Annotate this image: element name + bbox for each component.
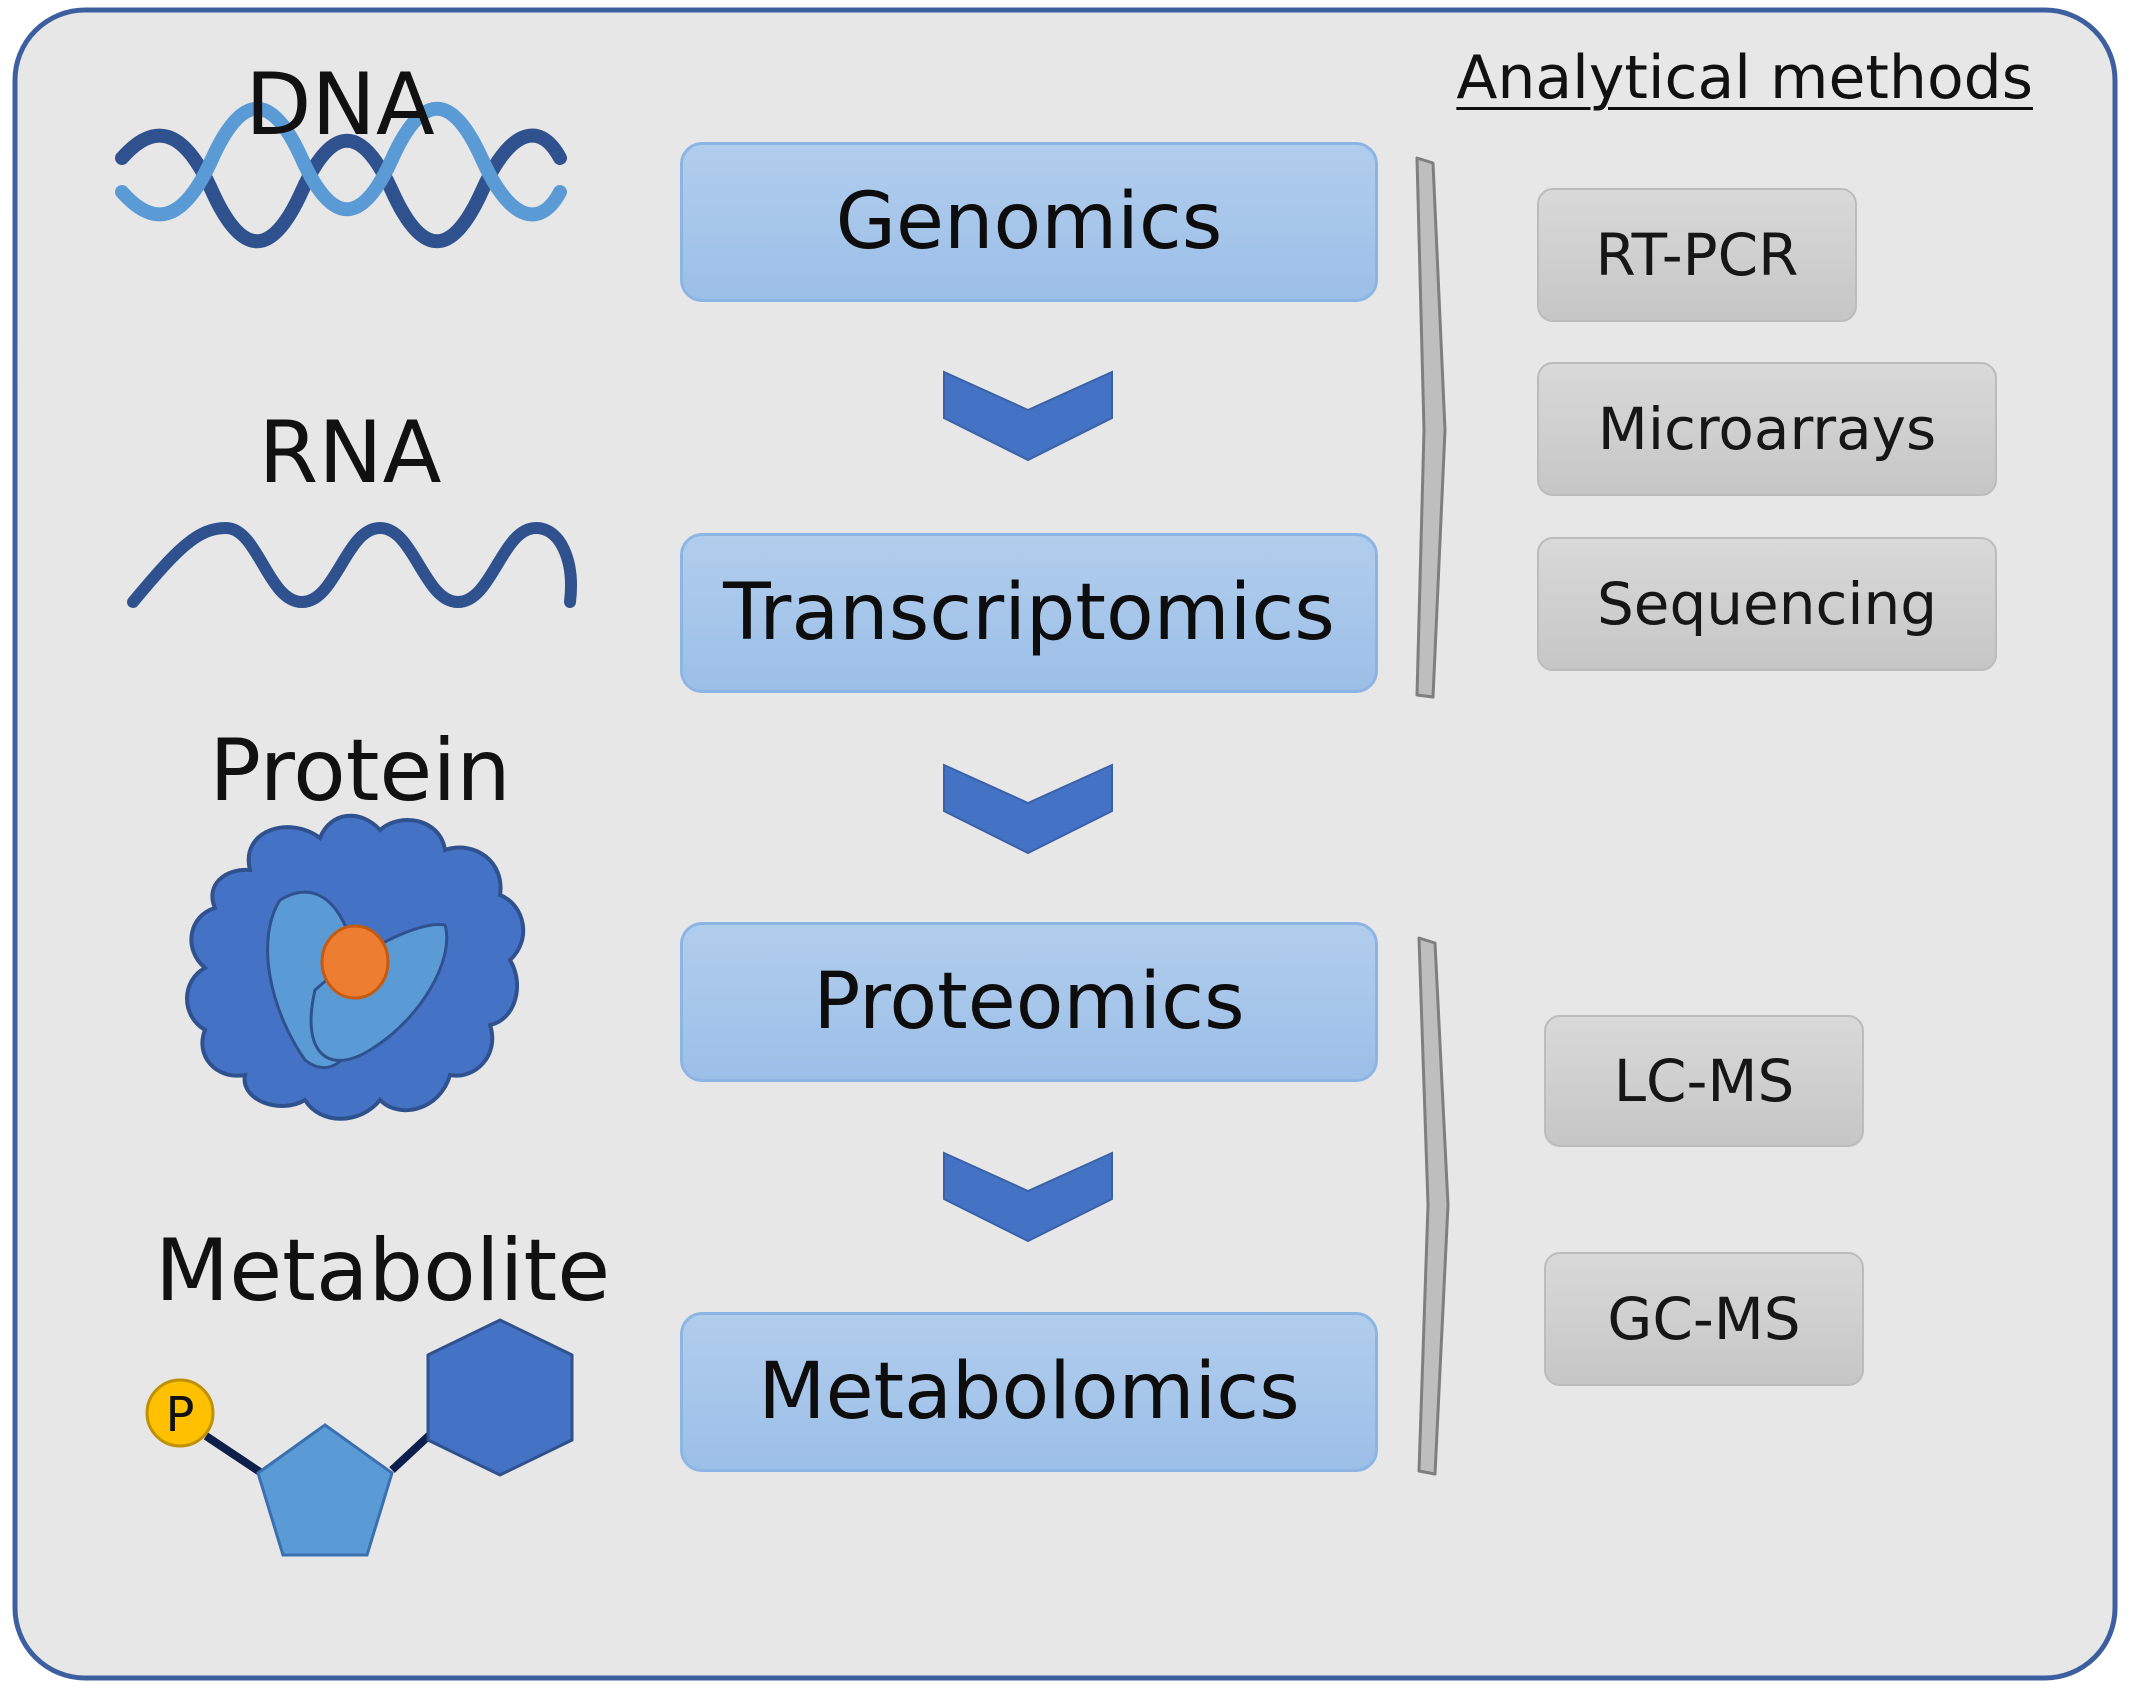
method-box-sequencing: Sequencing	[1537, 537, 1997, 671]
active-site-icon	[320, 924, 390, 1000]
omics-box-metabolomics: Metabolomics	[680, 1312, 1378, 1472]
hexose-ring-icon	[426, 1318, 574, 1477]
method-box-gc-ms: GC-MS	[1544, 1252, 1864, 1386]
molecule-label-protein: Protein	[209, 721, 511, 821]
molecule-label-rna: RNA	[258, 403, 442, 503]
pentose-ring-icon	[256, 1423, 394, 1557]
method-box-microarrays: Microarrays	[1537, 362, 1997, 496]
phosphate-icon	[145, 1378, 215, 1448]
chevron-down-icon	[943, 1151, 1113, 1243]
molecule-label-metabolite: Metabolite	[155, 1221, 611, 1321]
analytical-methods-heading: Analytical methods	[1456, 43, 2033, 113]
omics-box-proteomics: Proteomics	[680, 922, 1378, 1082]
method-box-rt-pcr: RT-PCR	[1537, 188, 1857, 322]
protein-icon	[185, 813, 526, 1121]
omics-box-genomics: Genomics	[680, 142, 1378, 302]
metabolite-icon: P	[145, 1318, 574, 1557]
method-box-lc-ms: LC-MS	[1544, 1015, 1864, 1147]
bracket-right-icon	[1417, 936, 1450, 1476]
chevron-down-icon	[943, 763, 1113, 855]
molecule-label-dna: DNA	[245, 55, 435, 155]
omics-box-transcriptomics: Transcriptomics	[680, 533, 1378, 693]
bracket-right-icon	[1415, 156, 1447, 699]
rna-strand-icon	[127, 521, 577, 609]
dna-helix-icon	[115, 101, 567, 249]
phosphate-label: P	[166, 1387, 195, 1443]
chevron-down-icon	[943, 370, 1113, 462]
